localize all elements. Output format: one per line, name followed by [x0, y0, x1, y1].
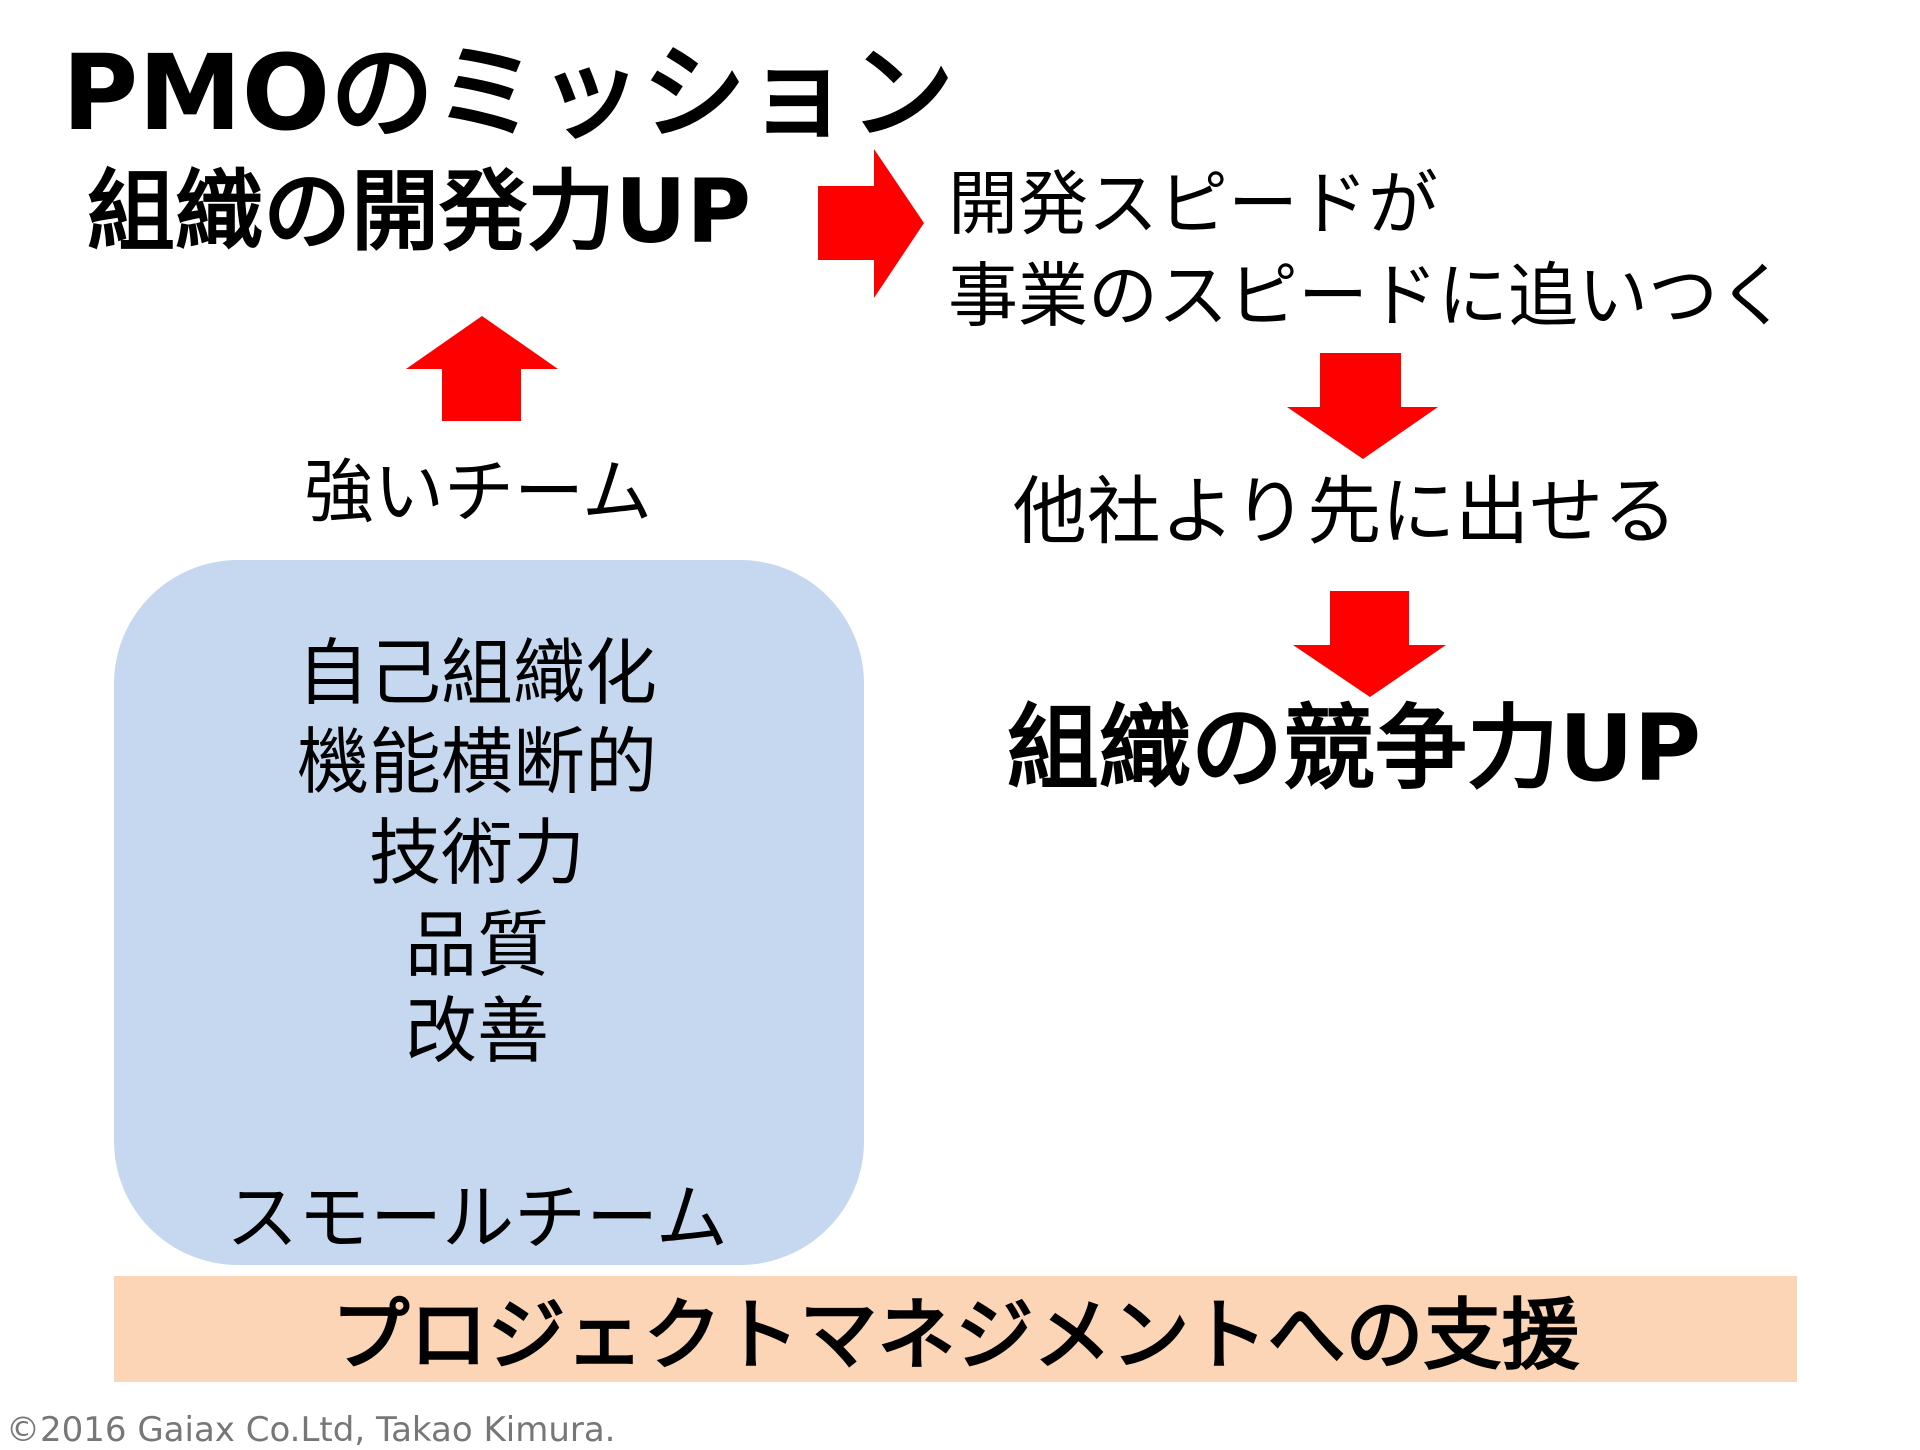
small-team-label: スモールチーム	[226, 1176, 728, 1260]
team-trait: 機能横断的	[296, 720, 658, 804]
effect-line-2: 事業のスピードに追いつく	[948, 255, 1788, 337]
team-trait: 技術力	[368, 811, 586, 895]
support-bar: プロジェクトマネジメントへの支援	[114, 1276, 1797, 1382]
team-trait: 品質	[404, 903, 550, 987]
mission-heading: 組織の開発力UP	[87, 160, 751, 263]
slide-title: PMOのミッション	[62, 32, 955, 154]
up-arrow-icon	[406, 316, 558, 421]
copyright: ©2016 Gaiax Co.Ltd, Takao Kimura.	[6, 1410, 616, 1450]
small-team-box	[114, 560, 864, 1265]
team-trait: 改善	[404, 989, 550, 1073]
team-trait: 自己組織化	[296, 631, 658, 715]
strong-team-label: 強いチーム	[304, 451, 652, 533]
right-arrow-icon	[818, 149, 924, 298]
competitiveness-heading: 組織の競争力UP	[1006, 695, 1702, 802]
down-arrow-icon	[1287, 353, 1438, 459]
result-ahead-label: 他社より先に出せる	[1012, 469, 1678, 555]
effect-line-1: 開発スピードが	[948, 163, 1438, 245]
support-bar-label: プロジェクトマネジメントへの支援	[331, 1291, 1580, 1381]
down-arrow-icon	[1293, 591, 1446, 697]
